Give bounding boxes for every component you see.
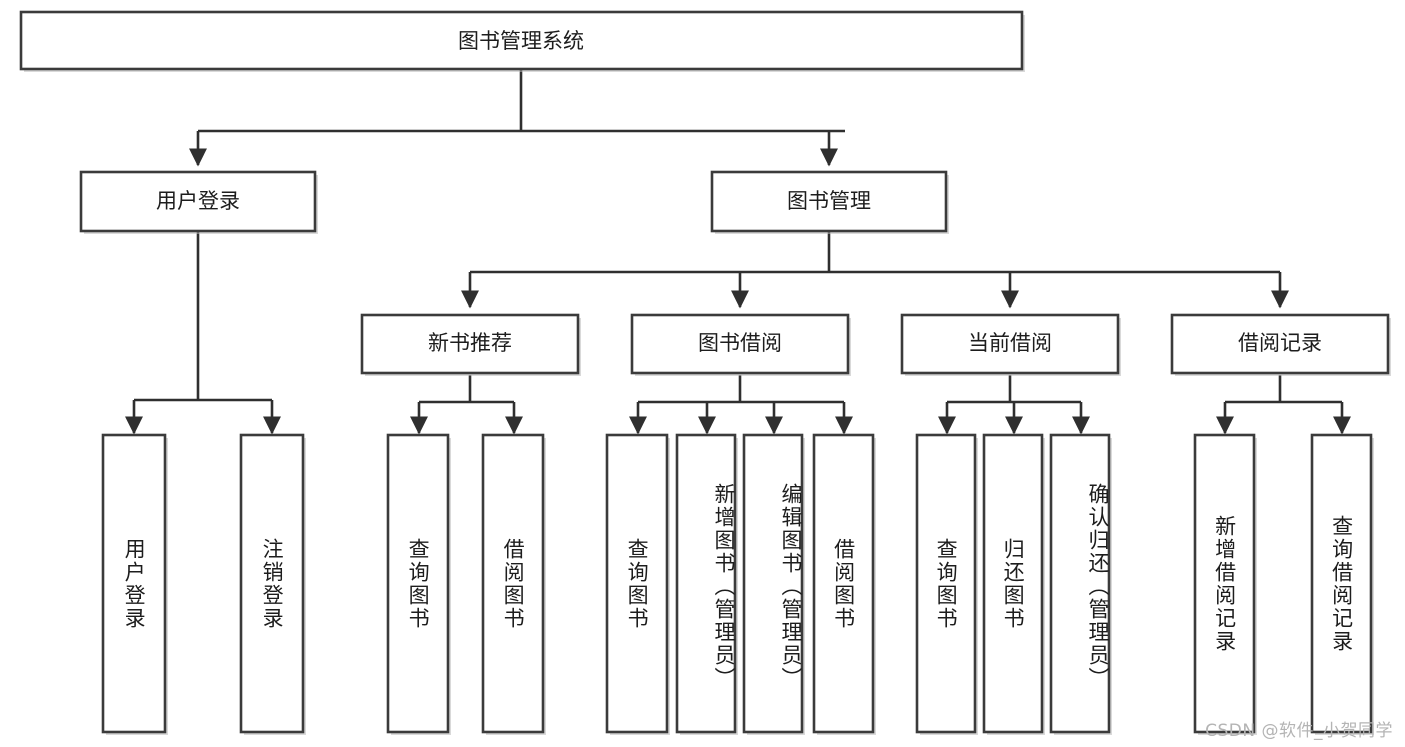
node-leaf-query-book-3[interactable] (915, 433, 978, 735)
edge-book-borrow-to-leaves (628, 375, 854, 435)
edge-borrow-record-to-leaves (1215, 375, 1352, 435)
node-leaf-query-book-1[interactable] (386, 433, 451, 735)
node-leaf-return-book[interactable] (982, 433, 1045, 735)
node-user-login[interactable]: 用户登录 (79, 170, 318, 234)
edge-current-borrow-to-leaves (937, 375, 1091, 435)
node-leaf-query-borrow-record[interactable] (1310, 433, 1374, 735)
edge-user-login-to-leaves (124, 232, 282, 435)
node-leaf-user-login[interactable] (101, 433, 168, 735)
node-root[interactable]: 图书管理系统 (19, 10, 1025, 72)
node-book-manage-label: 图书管理 (787, 189, 871, 213)
watermark-text: CSDN @软件_小贺同学 (1205, 721, 1393, 741)
node-borrow-record-label: 借阅记录 (1238, 331, 1322, 355)
node-leaf-confirm-return[interactable] (1049, 433, 1112, 735)
node-leaf-query-book-2[interactable] (605, 433, 670, 735)
node-leaf-borrow-book-1[interactable] (481, 433, 546, 735)
edge-root-to-level2 (188, 68, 845, 167)
node-current-borrow[interactable]: 当前借阅 (900, 313, 1121, 376)
node-leaf-borrow-book-2[interactable] (812, 433, 876, 735)
edge-book-manage-to-level3 (460, 232, 1290, 309)
node-leaf-add-borrow-record[interactable] (1193, 433, 1257, 735)
edge-new-book-to-leaves (409, 375, 524, 435)
node-leaf-edit-book[interactable] (742, 433, 805, 735)
node-leaf-logout[interactable] (239, 433, 306, 735)
node-borrow-record[interactable]: 借阅记录 (1170, 313, 1391, 376)
node-book-borrow[interactable]: 图书借阅 (630, 313, 851, 376)
node-user-login-label: 用户登录 (156, 189, 240, 213)
node-new-book-recommend-label: 新书推荐 (428, 331, 512, 355)
node-leaf-add-book[interactable] (675, 433, 738, 735)
node-current-borrow-label: 当前借阅 (968, 331, 1052, 355)
node-book-manage[interactable]: 图书管理 (710, 170, 949, 234)
node-book-borrow-label: 图书借阅 (698, 331, 782, 355)
node-root-label: 图书管理系统 (458, 29, 584, 53)
node-new-book-recommend[interactable]: 新书推荐 (360, 313, 581, 376)
